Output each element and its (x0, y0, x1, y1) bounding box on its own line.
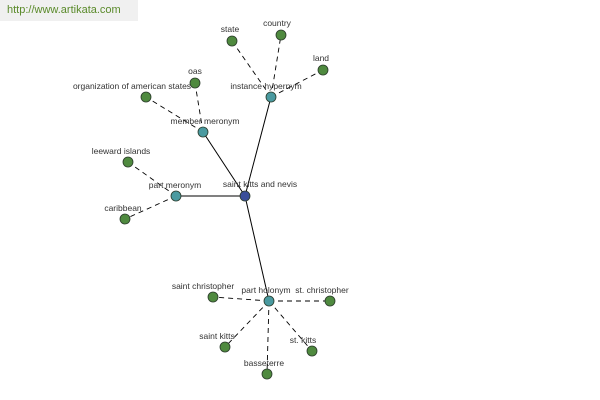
label-saint-kitts[interactable]: saint kitts (199, 331, 234, 341)
label-member-meronym[interactable]: member meronym (171, 116, 240, 126)
node-hypernym[interactable] (265, 91, 277, 103)
label-caribbean[interactable]: caribbean (104, 203, 142, 213)
edge-hypernym-to-land (270, 69, 324, 98)
node-st-kitts[interactable] (306, 345, 318, 357)
node-member-meronym[interactable] (197, 126, 209, 138)
edge-part-holonym-to-basseterre (266, 300, 270, 375)
node-caribbean[interactable] (119, 213, 131, 225)
edge-part-holonym-to-saint-kitts (224, 300, 270, 348)
node-saint-kitts[interactable] (219, 341, 231, 353)
edges-layer (124, 34, 330, 375)
edge-part-meronym-to-caribbean (124, 195, 177, 220)
node-country[interactable] (275, 29, 287, 41)
nodes-layer (119, 29, 336, 380)
label-oas[interactable]: oas (188, 66, 202, 76)
edge-center-to-part-holonym (244, 195, 270, 302)
node-basseterre[interactable] (261, 368, 273, 380)
label-part-meronym[interactable]: part meronym (149, 180, 201, 190)
label-saint-christopher[interactable]: saint christopher (172, 281, 235, 291)
edge-member-meronym-to-org-american-states (145, 96, 204, 133)
edge-part-holonym-to-st-kitts (268, 300, 313, 352)
edge-part-holonym-to-saint-christopher (212, 296, 270, 302)
edge-center-to-hypernym (244, 96, 272, 197)
label-country[interactable]: country (263, 18, 292, 28)
node-oas[interactable] (189, 77, 201, 89)
label-leeward-islands[interactable]: leeward islands (92, 146, 151, 156)
node-land[interactable] (317, 64, 329, 76)
node-leeward-islands[interactable] (122, 156, 134, 168)
node-part-holonym[interactable] (263, 295, 275, 307)
node-saint-christopher[interactable] (207, 291, 219, 303)
node-state[interactable] (226, 35, 238, 47)
label-land[interactable]: land (313, 53, 329, 63)
edge-hypernym-to-state (231, 40, 272, 98)
label-st-kitts[interactable]: st. kitts (290, 335, 316, 345)
label-part-holonym[interactable]: part holonym (241, 285, 290, 295)
node-org-american-states[interactable] (140, 91, 152, 103)
label-st-christopher[interactable]: st. christopher (295, 285, 349, 295)
edge-center-to-member-meronym (202, 131, 246, 197)
label-hypernym[interactable]: instance hypernym (230, 81, 301, 91)
labels-layer: saint kitts and nevis instance hypernym me… (73, 18, 349, 368)
node-st-christopher[interactable] (324, 295, 336, 307)
edge-part-meronym-to-leeward-islands (127, 161, 177, 197)
label-org-american-states[interactable]: organization of american states (73, 81, 191, 91)
edge-hypernym-to-country (270, 34, 282, 98)
site-url-banner[interactable]: http://www.artikata.com (0, 0, 138, 21)
label-basseterre[interactable]: basseterre (244, 358, 284, 368)
node-part-meronym[interactable] (170, 190, 182, 202)
label-center[interactable]: saint kitts and nevis (223, 179, 297, 189)
label-state[interactable]: state (221, 24, 240, 34)
node-center[interactable] (239, 190, 251, 202)
